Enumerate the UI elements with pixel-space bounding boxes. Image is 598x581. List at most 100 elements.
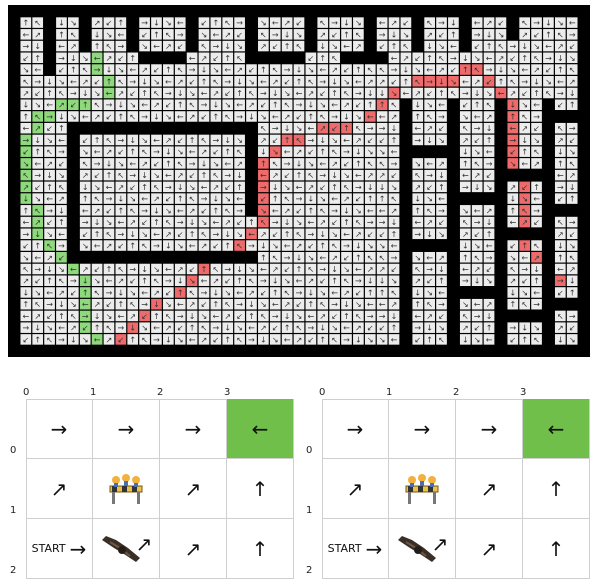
maze-arrow: ↓ [201,66,208,75]
maze-arrow: ↗ [521,30,528,39]
maze-arrow: ↗ [379,77,386,86]
policy-arrow: → [414,417,431,441]
maze-arrow: ↓ [391,124,398,133]
maze-arrow: → [391,159,398,168]
maze-arrow: ↘ [569,148,576,157]
maze-arrow: ↙ [533,124,540,133]
maze-arrow: ↙ [165,101,172,110]
maze-arrow: ↑ [58,124,65,133]
maze-arrow: ↘ [165,19,172,28]
maze-arrow: ← [189,242,196,251]
maze-arrow: ↓ [177,183,184,192]
maze-arrow: ↑ [236,183,243,192]
maze-arrow: ↖ [462,312,469,321]
maze-arrow: ↓ [296,159,303,168]
maze-arrow: ↘ [236,324,243,333]
maze-arrow: ↙ [260,288,267,297]
maze-arrow: ← [34,253,41,262]
maze-arrow: ← [177,300,184,309]
maze-arrow: → [379,312,386,321]
maze-arrow: ← [260,265,267,274]
maze-arrow: ↑ [272,195,279,204]
maze-arrow: ← [117,218,124,227]
maze-arrow: ↖ [260,30,267,39]
maze-arrow: ↗ [94,112,101,121]
maze-arrow: ↓ [462,335,469,344]
maze-arrow: → [474,218,481,227]
maze-arrow: ↗ [474,77,481,86]
maze-arrow: ↗ [557,136,564,145]
maze-arrow: ↙ [569,324,576,333]
maze-arrow: ← [319,253,326,262]
maze-arrow: ↗ [379,265,386,274]
maze-arrow: ← [474,19,481,28]
maze-arrow: ↗ [426,218,433,227]
maze-arrow: ← [260,171,267,180]
maze-arrow: ↙ [509,54,516,63]
maze-arrow: ↘ [260,300,267,309]
maze-arrow: ↗ [153,195,160,204]
maze-arrow: ↙ [379,230,386,239]
maze-arrow: ↖ [248,277,255,286]
grid-cell: ↑ [523,519,590,579]
maze-arrow: ← [355,171,362,180]
maze-arrow: ↙ [355,195,362,204]
maze-arrow: ↑ [545,30,552,39]
maze-arrow: → [141,19,148,28]
maze-arrow: ↑ [153,218,160,227]
maze-arrow: ↓ [509,195,516,204]
maze-arrow: → [331,206,338,215]
maze-arrow: ↗ [533,66,540,75]
maze-arrow: ↓ [331,171,338,180]
maze-arrow: ← [165,265,172,274]
maze-arrow: → [296,101,303,110]
maze-arrow: ↓ [82,89,89,98]
maze-arrow: ↘ [22,253,29,262]
maze-arrow: ↙ [379,324,386,333]
maze-arrow: ↖ [260,124,267,133]
maze-arrow: ↙ [367,324,374,333]
maze-arrow: → [46,112,53,121]
maze-arrow: ↑ [106,265,113,274]
maze-arrow: ↘ [462,206,469,215]
maze-arrow: ↗ [106,242,113,251]
maze-arrow: ↘ [189,89,196,98]
maze-arrow: ↗ [414,277,421,286]
maze-arrow: ↑ [70,66,77,75]
maze-arrow: ↙ [569,42,576,51]
maze-arrow: ↗ [438,66,445,75]
maze-arrow: ↗ [189,206,196,215]
maze-arrow: ↖ [569,253,576,262]
policy-arrow: ↗ [347,477,364,501]
maze-arrow: → [106,288,113,297]
maze-arrow: ↑ [82,101,89,110]
maze-arrow: ↗ [165,230,172,239]
maze-arrow: ↖ [213,77,220,86]
maze-arrow: ↖ [509,77,516,86]
maze-arrow: ↘ [509,66,516,75]
maze-arrow: ↗ [82,265,89,274]
maze-arrow: ↙ [557,101,564,110]
maze-arrow: → [426,171,433,180]
maze-arrow: ↙ [236,312,243,321]
maze-arrow: ↖ [22,265,29,274]
maze-arrow: ↘ [260,19,267,28]
maze-arrow: → [272,124,279,133]
maze-arrow: ↓ [94,218,101,227]
maze-arrow: ↗ [236,159,243,168]
maze-arrow: ↘ [129,288,136,297]
maze-arrow: ↗ [34,124,41,133]
maze-arrow: ↖ [82,159,89,168]
maze-arrow: ↖ [46,148,53,157]
maze-arrow: ↙ [391,77,398,86]
maze-arrow: → [486,66,493,75]
maze-arrow: ↖ [272,253,279,262]
maze-arrow: ↓ [34,42,41,51]
maze-arrow: ↘ [296,218,303,227]
maze-arrow: ↙ [450,66,457,75]
maze-arrow: ↗ [509,183,516,192]
maze-arrow: ↑ [129,148,136,157]
maze-arrow: ↗ [201,242,208,251]
maze-arrow: ↓ [438,77,445,86]
maze-arrow: ← [272,112,279,121]
